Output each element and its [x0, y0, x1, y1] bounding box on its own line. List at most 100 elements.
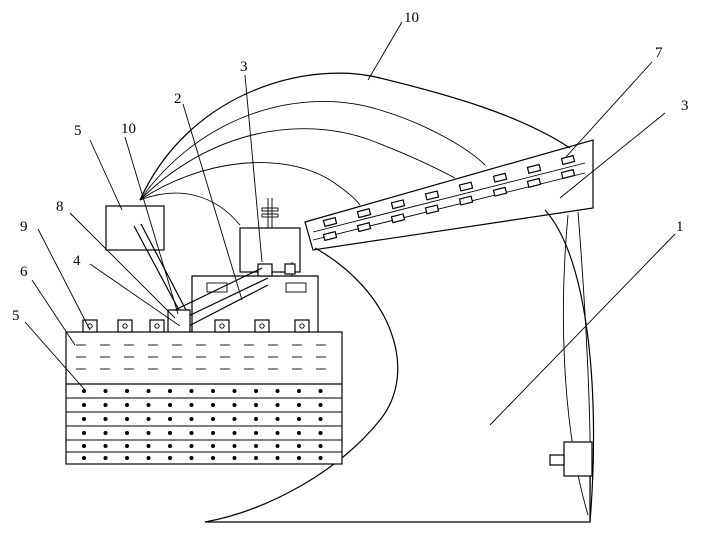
roller-7: [560, 154, 576, 166]
roller-7: [492, 186, 508, 197]
layer-dot: [168, 431, 172, 435]
clip-hole: [219, 323, 225, 329]
layer-dot: [232, 417, 237, 421]
layer-dot: [146, 431, 151, 435]
layer-dot: [125, 403, 129, 407]
layer-dot: [297, 431, 301, 435]
layer-dot: [275, 389, 280, 393]
layer-dot: [275, 456, 280, 460]
label-4: 4: [73, 253, 81, 269]
layer-dot: [103, 389, 108, 393]
layer-dot: [189, 444, 194, 448]
layer-dot: [146, 417, 151, 421]
layer-dot: [103, 456, 108, 460]
clip-hole: [122, 323, 128, 329]
layer-dot: [318, 456, 323, 460]
linkage-arm: [174, 267, 269, 329]
roller-7: [356, 208, 372, 219]
layer-dot: [168, 444, 172, 448]
layer-dot: [82, 431, 86, 435]
label-1: 1: [676, 219, 684, 235]
layer-dot: [318, 403, 323, 407]
roller-7: [526, 177, 542, 188]
clip: [149, 319, 165, 333]
clip-hole: [259, 323, 265, 329]
layer-dot: [254, 444, 258, 448]
leader-lines: [24, 21, 676, 426]
cables-10: [139, 72, 571, 226]
layer-dot: [168, 389, 172, 393]
roller-7: [322, 230, 338, 242]
layer-dot: [297, 403, 301, 407]
layer-dot: [232, 431, 237, 435]
layer-dot: [82, 456, 86, 460]
rollers-7: [322, 154, 576, 242]
stack-6-5: [65, 331, 343, 465]
layer-dot: [125, 417, 129, 421]
layer-dot: [254, 403, 258, 407]
layer-dot: [125, 389, 129, 393]
layer-dot: [146, 389, 151, 393]
layer-dot: [168, 403, 172, 407]
clip: [117, 319, 133, 333]
layer-dot: [125, 431, 129, 435]
layer-dot: [103, 403, 108, 407]
layer-dot: [82, 403, 86, 407]
layer-dot: [232, 389, 237, 393]
roller-7: [458, 181, 474, 192]
layer-dot: [211, 403, 215, 407]
layer-dot: [168, 417, 172, 421]
label-3-right: 3: [681, 98, 689, 114]
layer-dot: [82, 417, 86, 421]
layer-dot: [189, 389, 194, 393]
clip-hole: [154, 323, 160, 329]
layer-dot: [297, 417, 301, 421]
label-8: 8: [56, 199, 64, 215]
layer-dot: [146, 403, 151, 407]
label-7: 7: [655, 45, 663, 61]
labels: 10 7 3 1 3 2 10 5 8 9 4 6 5: [12, 10, 689, 324]
clip: [214, 319, 230, 333]
layer-dot: [103, 431, 108, 435]
layer-dot: [297, 389, 301, 393]
layer-dot: [318, 444, 323, 448]
layer-dot: [189, 403, 194, 407]
layer-dot: [318, 389, 323, 393]
layer-dot: [211, 389, 215, 393]
layer-dot: [146, 444, 151, 448]
layer-dot: [146, 456, 151, 460]
frame-1: [204, 209, 595, 523]
label-9: 9: [20, 219, 28, 235]
roller-7: [424, 204, 440, 215]
roller-7: [424, 190, 440, 201]
layer-dot: [211, 456, 215, 460]
layer-dot: [254, 456, 258, 460]
layer-dot: [318, 431, 323, 435]
layer-dot: [318, 417, 323, 421]
layer-dot: [275, 444, 280, 448]
layer-dot: [125, 456, 129, 460]
label-5-top: 5: [74, 123, 82, 139]
layer-dot: [275, 403, 280, 407]
arm-3: [304, 139, 594, 251]
layer-dot: [211, 417, 215, 421]
roller-7: [492, 172, 508, 183]
roller-7: [390, 199, 406, 210]
label-2: 2: [174, 91, 182, 107]
layer-dot: [211, 444, 215, 448]
label-3-mid: 3: [240, 59, 248, 75]
label-10-left: 10: [121, 121, 136, 137]
layer-dot: [232, 403, 237, 407]
layer-dot: [189, 417, 194, 421]
layer-dot: [211, 431, 215, 435]
layer-dot: [232, 456, 237, 460]
roller-7: [458, 195, 474, 206]
layer-dot: [168, 456, 172, 460]
clip: [82, 319, 98, 333]
layer-dot: [297, 444, 301, 448]
clip: [254, 319, 270, 333]
label-10-top: 10: [404, 10, 419, 26]
layer-dot: [189, 431, 194, 435]
roller-7: [356, 222, 372, 233]
